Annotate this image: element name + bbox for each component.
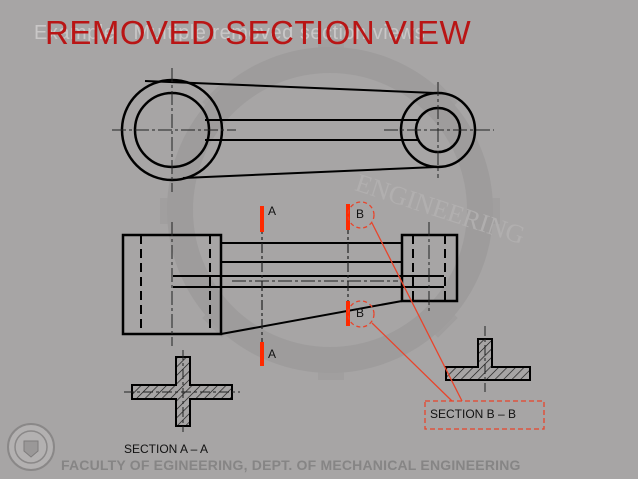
cut-label-b-bottom: B [356, 306, 365, 320]
subtitle-ghost: Example : Multiple removed section views [34, 22, 426, 44]
section-aa-drawing [124, 350, 240, 432]
cut-label-a-bottom: A [268, 347, 277, 361]
footer-text: FACULTY OF EGINEERING, DEPT. OF MECHANIC… [61, 457, 521, 473]
top-view [112, 68, 494, 192]
cut-label-a-top: A [268, 204, 277, 218]
front-view [121, 204, 459, 366]
slide-title: REMOVED SECTION VIEW [45, 14, 472, 51]
section-bb-label: SECTION B – B [430, 407, 517, 421]
leader-lines [347, 201, 545, 430]
university-seal-icon [7, 423, 55, 471]
section-bb-drawing [445, 326, 531, 392]
section-aa-label: SECTION A – A [124, 442, 209, 456]
cut-label-b-top: B [356, 207, 365, 221]
